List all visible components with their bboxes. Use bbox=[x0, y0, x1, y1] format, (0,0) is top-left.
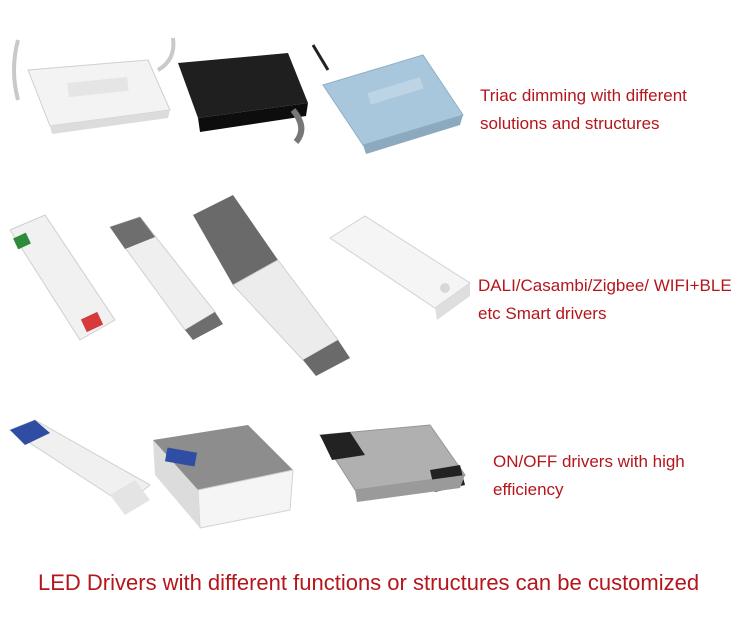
caption-line: DALI/Casambi/Zigbee/ WIFI+BLE bbox=[478, 276, 732, 295]
smart-driver-dali-image bbox=[9, 214, 116, 341]
footer-caption: LED Drivers with different functions or … bbox=[38, 570, 700, 595]
caption-triac: Triac dimming with different solutions a… bbox=[480, 82, 687, 138]
caption-line: solutions and structures bbox=[480, 114, 660, 133]
caption-line: Triac dimming with different bbox=[480, 86, 687, 105]
caption-line: efficiency bbox=[493, 480, 564, 499]
smart-driver-white-image bbox=[329, 215, 471, 320]
caption-smart: DALI/Casambi/Zigbee/ WIFI+BLE etc Smart … bbox=[478, 272, 732, 328]
onoff-driver-black-caps-image bbox=[319, 424, 466, 502]
caption-onoff: ON/OFF drivers with high efficiency bbox=[493, 448, 685, 504]
triac-driver-blue-image bbox=[311, 44, 464, 154]
onoff-driver-blue-caps-image bbox=[8, 419, 151, 515]
caption-line: etc Smart drivers bbox=[478, 304, 607, 323]
smart-driver-casambi-image bbox=[193, 195, 350, 376]
triac-driver-black-image bbox=[178, 53, 308, 144]
caption-line: ON/OFF drivers with high bbox=[493, 452, 685, 471]
onoff-driver-grey-image bbox=[153, 425, 294, 529]
smart-driver-grey-caps-image bbox=[109, 216, 223, 340]
triac-driver-white-image bbox=[12, 37, 176, 134]
